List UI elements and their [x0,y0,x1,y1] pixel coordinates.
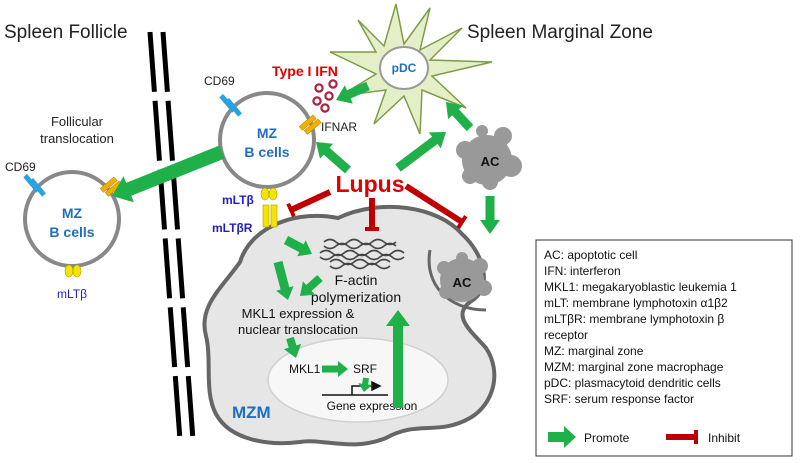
legend-promote-arrow [548,426,576,448]
ac-label-upper: AC [481,154,500,169]
legend-item-mltbr: mLTβR: membrane lymphotoxin β [544,312,724,326]
lupus-inhibition-lines [286,183,468,231]
pdc-label: pDC [392,61,417,75]
promote-arrows [112,81,500,408]
spleen-follicle-title: Spleen Follicle [4,22,128,43]
apoptotic-cell-upper [456,125,522,190]
spleen-marginal-zone-title: Spleen Marginal Zone [467,22,653,43]
mkl1-expression-line2: nuclear translocation [238,322,358,337]
cd69-receptor-right [219,94,242,117]
legend-promote-arrow-icon [548,426,576,448]
arrow-lupus-to-mz-b-cell [316,142,351,174]
ifnar-label: IFNAR [321,120,357,134]
mz-b-cell-right-label-line1: MZ [257,125,278,141]
arrow-ac-to-mzm-engulf [480,196,500,234]
mz-b-cell-left-label-line2: B cells [49,224,94,240]
follicular-translocation-line1: Follicular [51,114,104,129]
arrow-srf-to-gene [358,377,373,392]
gene-expression-label: Gene expression [327,399,418,413]
mlt-beta-receptor [262,204,278,228]
mzm-label: MZM [232,403,271,422]
lupus-label: Lupus [336,171,405,197]
mkl1-expression-line1: MKL1 expression & [242,306,355,321]
f-actin-label-line2: polymerization [311,289,401,305]
legend-item-mlt: mLT: membrane lymphotoxin α1β2 [544,296,728,310]
legend: AC: apoptotic cell IFN: interferon MKL1:… [535,239,793,457]
arrow-mkl1-to-srf [322,361,348,377]
cd69-receptor-left [23,174,46,197]
ifn-molecules [312,79,338,113]
mkl1-label: MKL1 [289,362,321,376]
legend-item-mz: MZ: marginal zone [544,344,644,358]
srf-label: SRF [353,362,377,376]
mlt-beta-label-left: mLTβ [57,287,87,301]
legend-item-mzm: MZM: marginal zone macrophage [544,360,724,374]
arrow-receptor-to-mkl1 [273,260,294,300]
legend-item-srf: SRF: serum response factor [544,392,694,406]
arrow-b-cell-translocation [112,145,225,203]
ac-label-lower: AC [453,275,472,290]
legend-item-ifn: IFN: interferon [544,264,621,278]
legend-item-pdc: pDC: plasmacytoid dendritic cells [544,376,721,390]
arrow-mkl1-nuclear [283,336,302,358]
arrow-ac-to-pdc [446,102,474,132]
cd69-label-left: CD69 [5,160,36,174]
mlt-beta-ligand-left [64,264,82,278]
arrow-gene-to-f-actin [386,310,410,408]
cd69-label-right: CD69 [204,74,235,88]
mlt-beta-r-label: mLTβR [212,221,253,235]
arrow-pdc-to-ifn [336,81,370,104]
inhibit-to-mz-b-cell [286,189,332,218]
follicular-translocation-line2: translocation [40,131,114,146]
arrow-receptor-to-f-actin [283,236,312,257]
mz-b-cell-right [218,91,316,189]
arrow-f-actin-to-mkl1 [300,275,323,296]
legend-item-mltbr-cont: receptor [544,328,588,342]
mlt-beta-ligand-right [260,187,278,201]
legend-box [535,239,793,457]
follicle-boundary [147,31,196,441]
apoptotic-cell-lower [437,252,492,302]
mz-b-cell-left-label-line1: MZ [62,205,83,221]
f-actin-filaments [319,238,405,270]
legend-promote-label: Promote [584,431,630,445]
inhibit-to-phagocytosis [404,183,468,229]
arrow-lupus-to-pdc [395,132,446,172]
mz-b-cell-left [23,170,121,268]
mz-b-cell-right-label-line2: B cells [244,144,289,160]
legend-item-ac: AC: apoptotic cell [544,248,637,262]
legend-item-mkl1: MKL1: megakaryoblastic leukemia 1 [544,280,737,294]
f-actin-label-line1: F-actin [335,272,378,288]
ifnar-receptor [298,114,322,135]
pdc-nucleus [379,46,429,90]
type1-ifn-label: Type I IFN [272,63,338,79]
legend-inhibit-label: Inhibit [708,431,741,445]
mlt-beta-label-right: mLTβ [222,193,254,207]
